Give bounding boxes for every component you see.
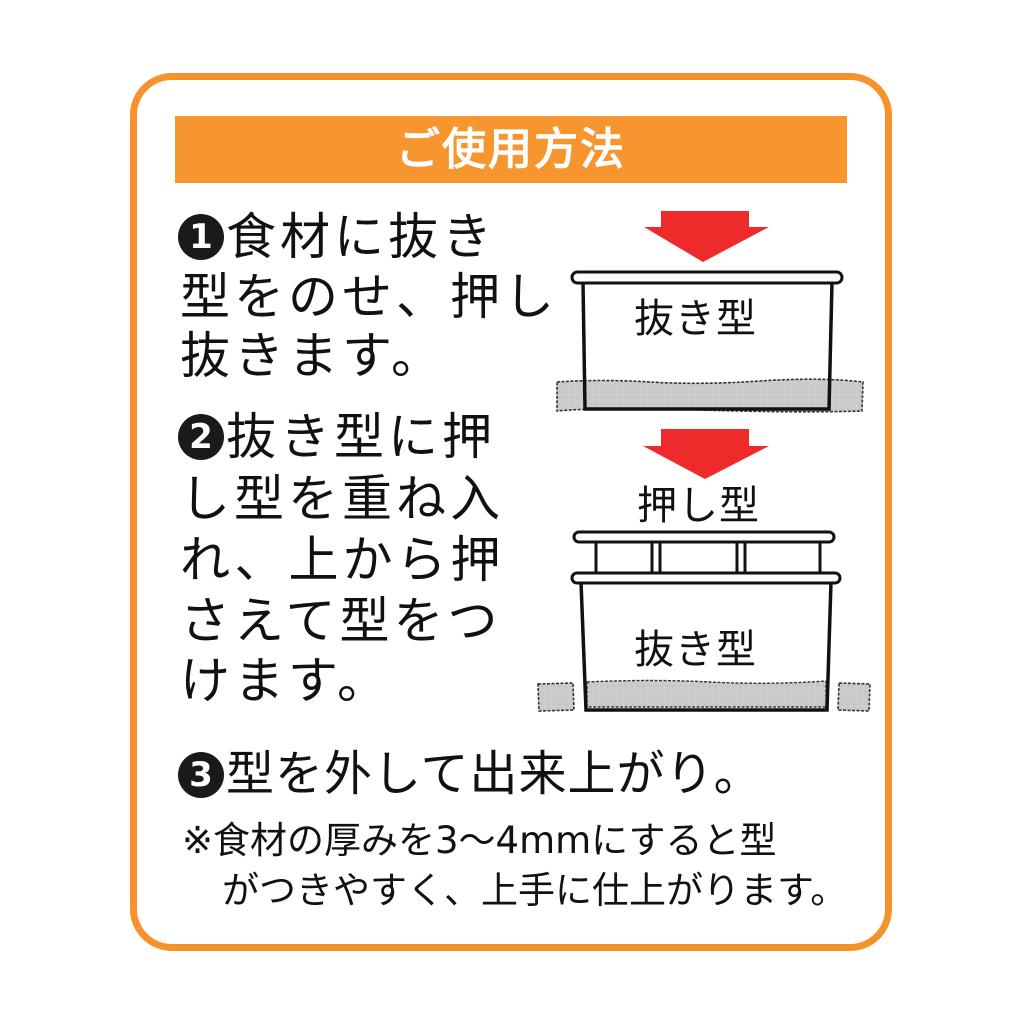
- food-strip-right: [837, 682, 871, 712]
- step-2-line-2: し型を重ね入: [180, 470, 504, 528]
- step-2-line-4: さえて型をつ: [180, 592, 502, 650]
- down-arrow-icon: [644, 211, 769, 262]
- food-strip-left: [537, 682, 575, 712]
- step-2-number-icon: 2: [178, 414, 224, 460]
- diagram-1-cutter-label: 抜き型: [634, 296, 757, 342]
- step-3-text-1: 型を外して出来上がり。: [226, 746, 763, 802]
- step-1-line-3: 抜きます。: [180, 327, 445, 385]
- cutter-rim: [570, 571, 842, 585]
- step-2-text-1: 抜き型に押: [226, 408, 496, 466]
- step-2-line-5: けます。: [180, 652, 391, 710]
- instructions-frame: [130, 73, 892, 951]
- step-1-number-icon: 1: [178, 214, 224, 260]
- cutter-body: [581, 281, 834, 411]
- header-bar: ご使用方法: [175, 116, 847, 183]
- step-1-line-2: 型をのせ、押し: [180, 268, 558, 326]
- note-line-1: ※食材の厚みを3～4mmにすると型: [182, 819, 777, 862]
- step-3-number-icon: 3: [178, 752, 224, 798]
- press-mold-rim: [572, 530, 836, 544]
- step-1-text-1: 食材に抜き: [226, 208, 496, 266]
- diagram-2: [537, 429, 871, 712]
- step-2-line-3: れ、上から押: [180, 531, 505, 589]
- cutter-rim: [570, 270, 844, 285]
- cutter-body: [579, 581, 833, 712]
- down-arrow-icon: [643, 429, 769, 479]
- diagram-2-cutter-label: 抜き型: [634, 627, 757, 673]
- header-title: ご使用方法: [396, 123, 626, 175]
- food-layer: [556, 378, 864, 413]
- food-inside-cutter: [586, 679, 827, 708]
- press-mold-legs: [594, 542, 822, 574]
- note-line-2: がつきやすく、上手に仕上がります。: [222, 869, 848, 912]
- diagram-1: [556, 211, 864, 413]
- diagram-2-press-label: 押し型: [637, 483, 760, 529]
